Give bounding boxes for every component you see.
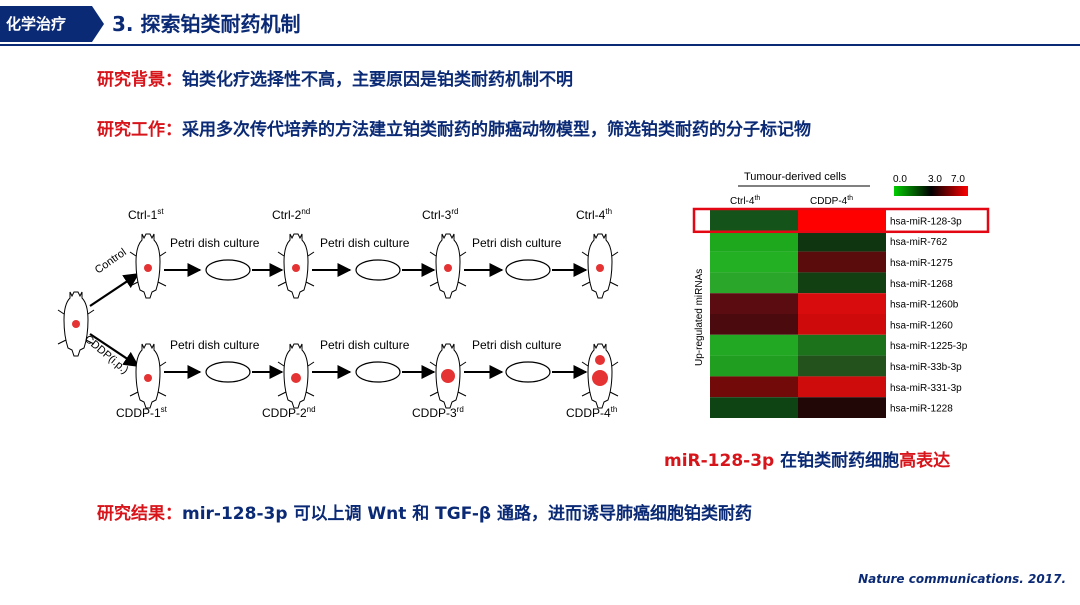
heatmap-cell-ctrl [710, 314, 798, 335]
heatmap-row-label: hsa-miR-1268 [890, 279, 953, 290]
scale-tick: 3.0 [928, 174, 942, 185]
result-text: mir-128-3p 可以上调 Wnt 和 TGF-β 通路，进而诱导肺癌细胞铂… [182, 504, 752, 524]
heatmap-row-label: hsa-miR-1228 [890, 404, 953, 415]
heatmap-y-label: Up-regulated miRNAs [694, 269, 705, 366]
page-title: 3. 探索铂类耐药机制 [112, 12, 301, 36]
ctrl-mouse-4 [581, 233, 619, 299]
result-line: 研究结果：mir-128-3p 可以上调 Wnt 和 TGF-β 通路，进而诱导… [97, 502, 752, 526]
ctrl-mouse-2 [277, 233, 315, 299]
culture-label: Petri dish culture [320, 338, 410, 352]
heatmap-cell-cddp [798, 272, 886, 294]
source-mouse [57, 291, 95, 357]
caption-mirna: miR-128-3p [664, 451, 775, 471]
heatmap-row-label: hsa-miR-331-3p [890, 383, 962, 394]
background-line: 研究背景：铂类化疗选择性不高，主要原因是铂类耐药机制不明 [97, 68, 573, 92]
heatmap-cell-ctrl [710, 355, 798, 377]
ctrl-mouse-3 [429, 233, 467, 299]
heatmap-cell-ctrl [710, 251, 798, 273]
petri-dish [205, 259, 251, 281]
heatmap-row-label: hsa-miR-1260b [890, 300, 959, 311]
heatmap-cell-ctrl [710, 397, 798, 418]
heatmap-header: Tumour-derived cells [744, 171, 847, 183]
scale-tick: 7.0 [951, 174, 965, 185]
cddp-label-1: CDDP-1st [116, 405, 168, 420]
heatmap-cell-cddp [798, 397, 886, 418]
cddp-label-2: CDDP-2nd [262, 405, 316, 420]
heatmap-cell-ctrl [710, 230, 798, 252]
work-text: 采用多次传代培养的方法建立铂类耐药的肺癌动物模型，筛选铂类耐药的分子标记物 [182, 120, 811, 140]
heatmap-cell-ctrl [710, 210, 798, 231]
heatmap-cell-cddp [798, 251, 886, 273]
heatmap-cell-ctrl [710, 334, 798, 356]
cddp-label-4: CDDP-4th [566, 405, 617, 420]
cddp-branch-arrow [89, 333, 140, 367]
heatmap-col-ctrl: Ctrl-4th [730, 195, 760, 207]
citation: Nature communications. 2017. [858, 572, 1066, 586]
branch-control-label: Control [93, 246, 129, 276]
cddp-mouse-3 [429, 343, 467, 409]
work-line: 研究工作：采用多次传代培养的方法建立铂类耐药的肺癌动物模型，筛选铂类耐药的分子标… [97, 118, 811, 142]
heatmap-row-label: hsa-miR-1260 [890, 320, 953, 331]
heatmap-cell-cddp [798, 355, 886, 377]
petri-dish [205, 361, 251, 383]
heatmap-cell-ctrl [710, 376, 798, 398]
petri-dish [505, 259, 551, 281]
heatmap-cell-cddp [798, 314, 886, 335]
heatmap-cell-ctrl [710, 293, 798, 314]
header-divider [0, 44, 1080, 46]
heatmap-row-label: hsa-miR-33b-3p [890, 362, 962, 373]
color-scale-bar [894, 186, 968, 196]
cddp-label-3: CDDP-3rd [412, 405, 464, 420]
ctrl-label-1: Ctrl-1st [128, 207, 164, 222]
ctrl-label-3: Ctrl-3rd [422, 207, 458, 222]
heatmap-cell-cddp [798, 334, 886, 356]
section-tag-arrow [92, 6, 104, 42]
culture-label: Petri dish culture [170, 236, 260, 250]
background-label: 研究背景： [97, 70, 182, 90]
heatmap-cell-cddp [798, 210, 886, 231]
cddp-mouse-4 [581, 343, 619, 409]
mirna-heatmap: Tumour-derived cells Ctrl-4th CDDP-4th 0… [692, 171, 990, 418]
heatmap-caption: miR-128-3p 在铂类耐药细胞高表达 [664, 446, 950, 471]
petri-dish [505, 361, 551, 383]
heatmap-row-label: hsa-miR-1225-3p [890, 341, 968, 352]
heatmap-cell-cddp [798, 293, 886, 314]
heatmap-cell-cddp [798, 376, 886, 398]
cddp-mouse-2 [277, 343, 315, 409]
heatmap-col-cddp: CDDP-4th [810, 195, 853, 207]
scale-tick: 0.0 [893, 174, 907, 185]
heatmap-row-label: hsa-miR-762 [890, 237, 948, 248]
background-text: 铂类化疗选择性不高，主要原因是铂类耐药机制不明 [182, 70, 573, 90]
petri-dish [355, 259, 401, 281]
highlight-box [692, 207, 990, 234]
caption-middle: 在铂类耐药细胞 [774, 451, 900, 471]
culture-label: Petri dish culture [472, 236, 562, 250]
heatmap-row-label: hsa-miR-128-3p [890, 216, 962, 227]
heatmap-row-label: hsa-miR-1275 [890, 258, 953, 269]
culture-label: Petri dish culture [472, 338, 562, 352]
branch-cddp-label: CDDP(i.p.) [82, 333, 130, 376]
caption-emphasis: 高表达 [899, 451, 951, 471]
control-branch-arrow [89, 273, 140, 307]
ctrl-label-4: Ctrl-4th [576, 207, 612, 222]
heatmap-cell-cddp [798, 230, 886, 252]
petri-dish [355, 361, 401, 383]
ctrl-label-2: Ctrl-2nd [272, 207, 310, 222]
passage-diagram: Control CDDP(i.p.) Petri dish culture Pe… [57, 207, 619, 420]
culture-label: Petri dish culture [170, 338, 260, 352]
cddp-mouse-1 [129, 343, 167, 409]
result-label: 研究结果： [97, 504, 182, 524]
ctrl-mouse-1 [129, 233, 167, 299]
culture-label: Petri dish culture [320, 236, 410, 250]
work-label: 研究工作： [97, 120, 182, 140]
heatmap-cell-ctrl [710, 272, 798, 294]
section-tag: 化学治疗 [0, 6, 92, 42]
